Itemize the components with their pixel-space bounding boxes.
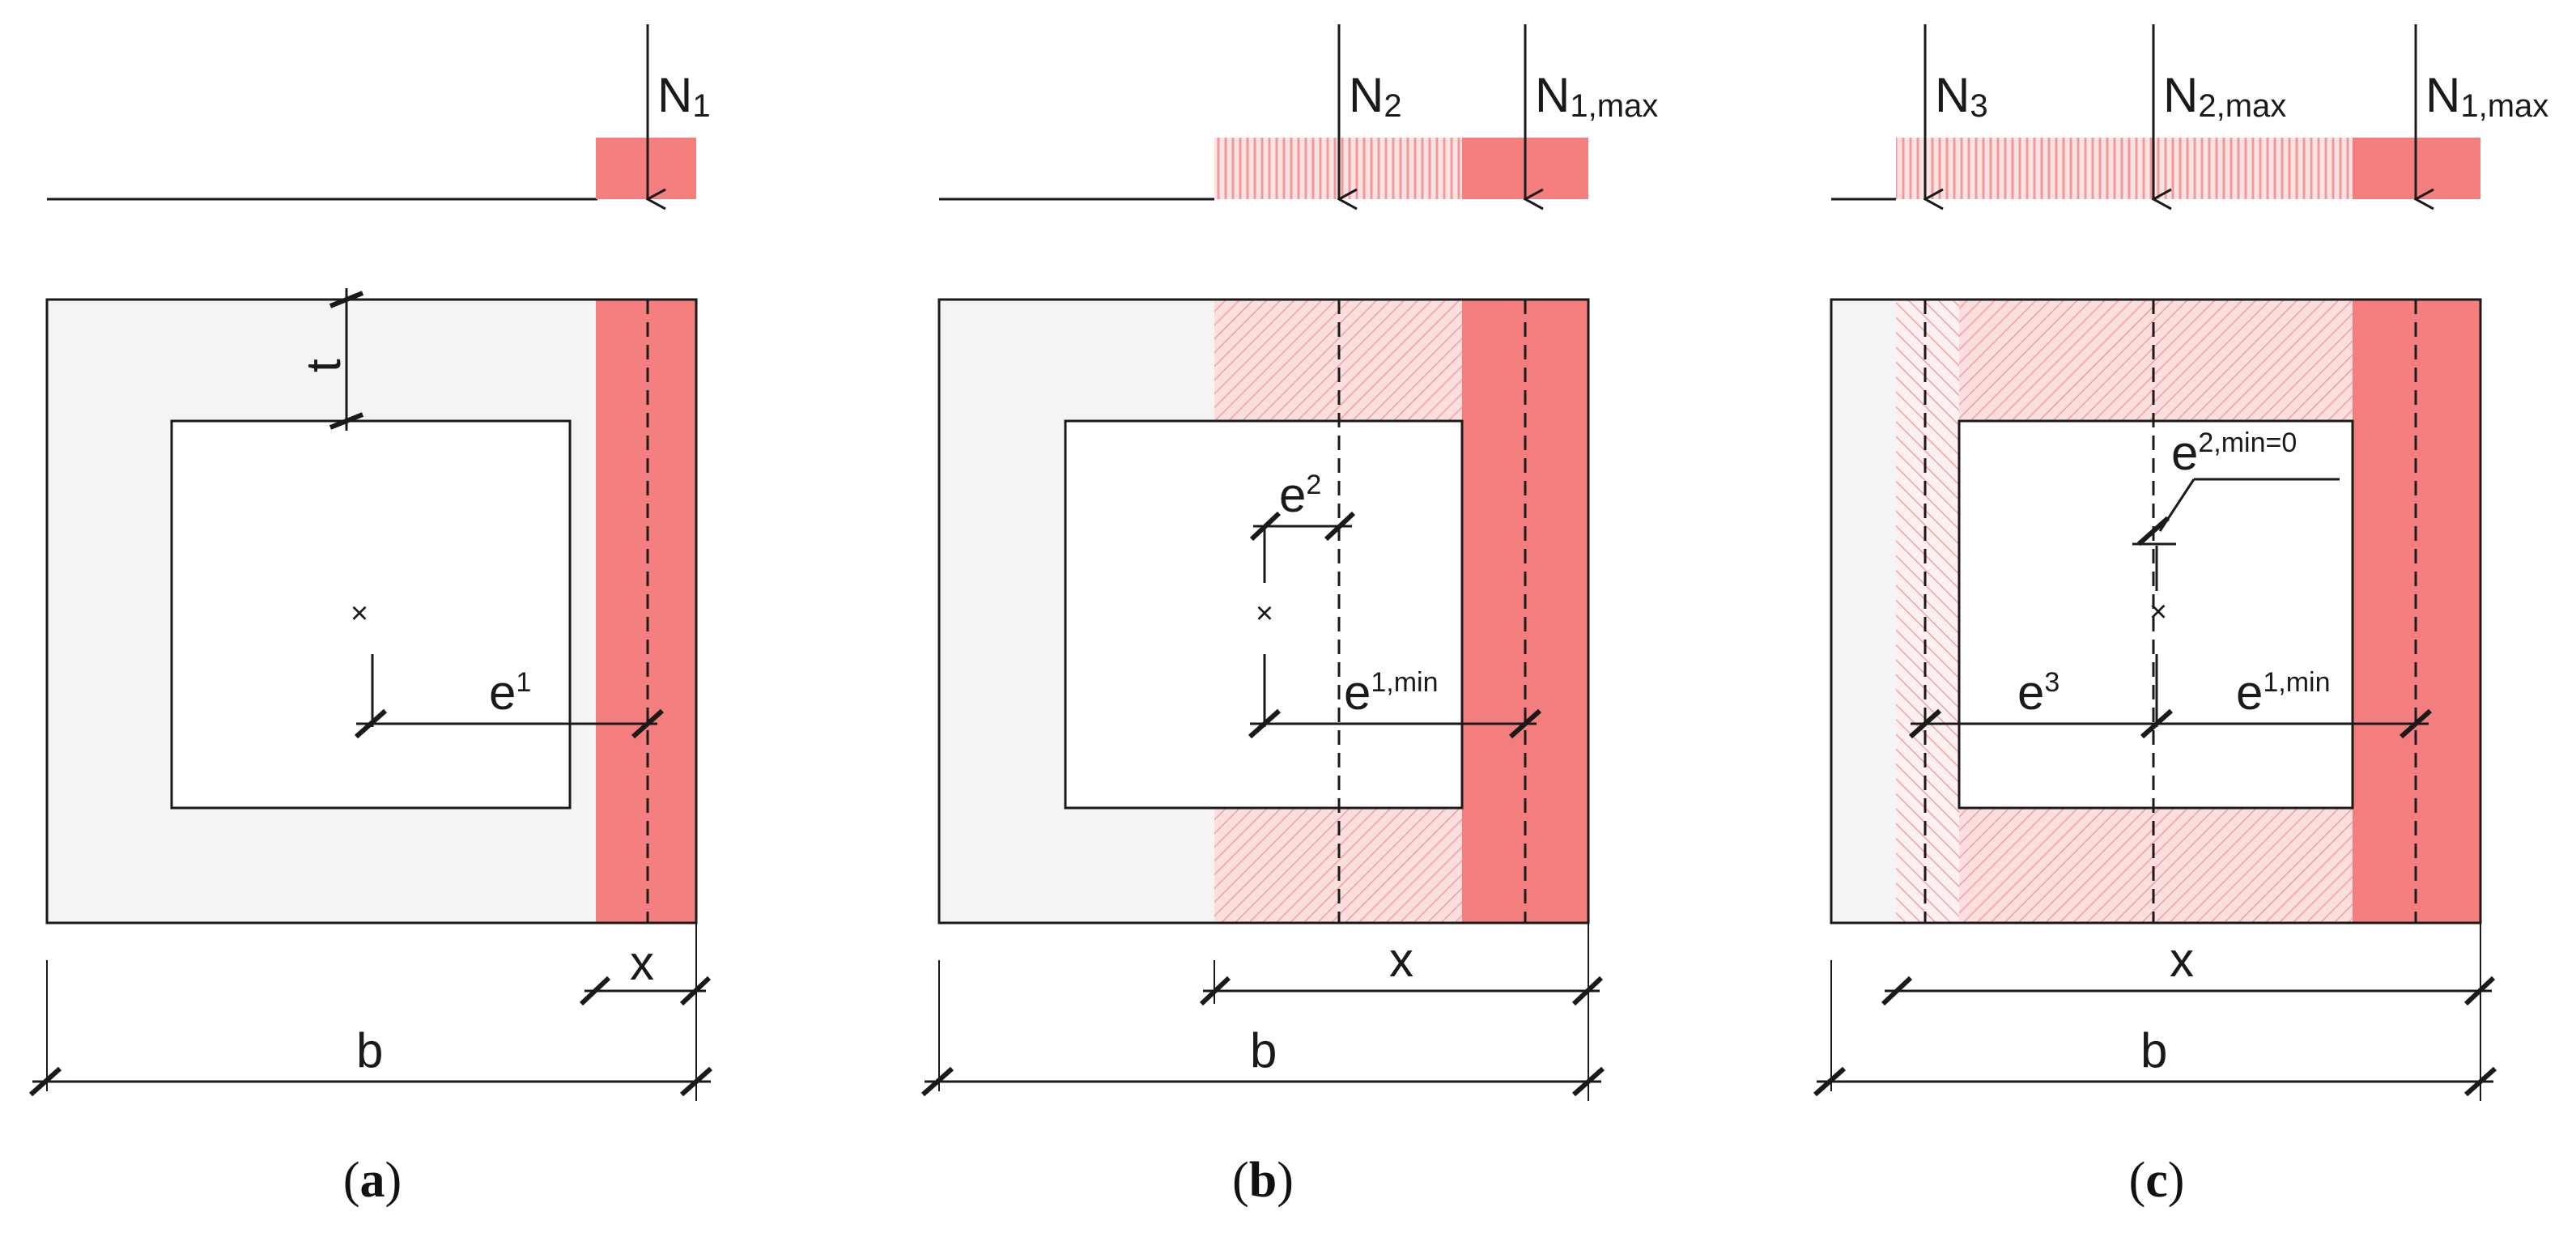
x-tick (1881, 976, 1913, 1006)
x-label: x (630, 936, 654, 990)
b-label: b (2140, 1023, 2167, 1078)
t-dim-tick (329, 412, 364, 430)
e1min-label: e1,min (1344, 665, 1439, 720)
force-label-2max: N2,max (2163, 68, 2286, 124)
e1min-label: e1,min (2236, 665, 2331, 720)
b-tick (1813, 1066, 1846, 1097)
e2min-tick (2137, 516, 2170, 546)
inner-void (170, 419, 572, 810)
t-dim-tick (329, 291, 364, 308)
x-tick (2463, 976, 2496, 1006)
ecc-label: e1 (489, 665, 531, 720)
caption-c: (c) (2129, 1153, 2185, 1208)
force-label: N1 (657, 68, 711, 124)
section-outline (45, 298, 698, 925)
section-outline (1830, 298, 2482, 925)
x-tick (1199, 976, 1231, 1006)
e3-tick (1909, 708, 1941, 739)
e1min-tick (1509, 708, 1541, 739)
force-label-2: N2 (1349, 68, 1402, 124)
hatched-zone-load (1896, 138, 2353, 199)
force-label-1max: N1,max (1535, 68, 1658, 124)
e1min-tick (1248, 708, 1281, 739)
e2min-label: e2,min=0 (2171, 426, 2297, 480)
compression-zone-load (596, 138, 696, 199)
inner-void (1064, 419, 1464, 810)
x-tick (679, 976, 712, 1006)
b-label: b (1250, 1023, 1277, 1078)
e3-tick (2140, 708, 2173, 739)
centroid-mark: × (1256, 597, 1273, 631)
section-outline (937, 298, 1590, 925)
e2-label: e2 (1279, 468, 1321, 522)
ecc-tick (355, 708, 387, 739)
force-label-1max: N1,max (2425, 68, 2548, 124)
centroid-mark: × (351, 597, 368, 631)
b-tick (1572, 1066, 1605, 1097)
x-tick (579, 976, 611, 1006)
hatched-zone-outer (1896, 300, 1959, 923)
e2-tick (1324, 511, 1356, 542)
t-label: t (296, 359, 351, 372)
panel-a: N1 t × e1 x b (a) (29, 24, 712, 1208)
caption-a: (a) (343, 1153, 402, 1208)
caption-b: (b) (1232, 1153, 1294, 1208)
b-tick (921, 1066, 954, 1097)
b-label: b (356, 1023, 383, 1078)
b-tick (2464, 1066, 2497, 1097)
centroid-mark: × (2149, 595, 2167, 629)
x-tick (1571, 976, 1604, 1006)
b-tick (29, 1066, 62, 1097)
x-label: x (2170, 933, 2194, 987)
force-label-3: N3 (1935, 68, 1988, 124)
e1min-tick (2400, 708, 2432, 739)
ecc-tick (631, 708, 664, 739)
compression-zone (596, 300, 696, 923)
x-label: x (1389, 933, 1413, 987)
panel-c: N3 N2,max N1,max e2,min=0 × e3 e1,min (1813, 24, 2548, 1208)
e3-label: e3 (2017, 665, 2060, 720)
b-tick (680, 1066, 712, 1097)
panel-b: N2 N1,max e2 × e1,min x b (921, 24, 1658, 1208)
inner-void (1958, 419, 2354, 810)
